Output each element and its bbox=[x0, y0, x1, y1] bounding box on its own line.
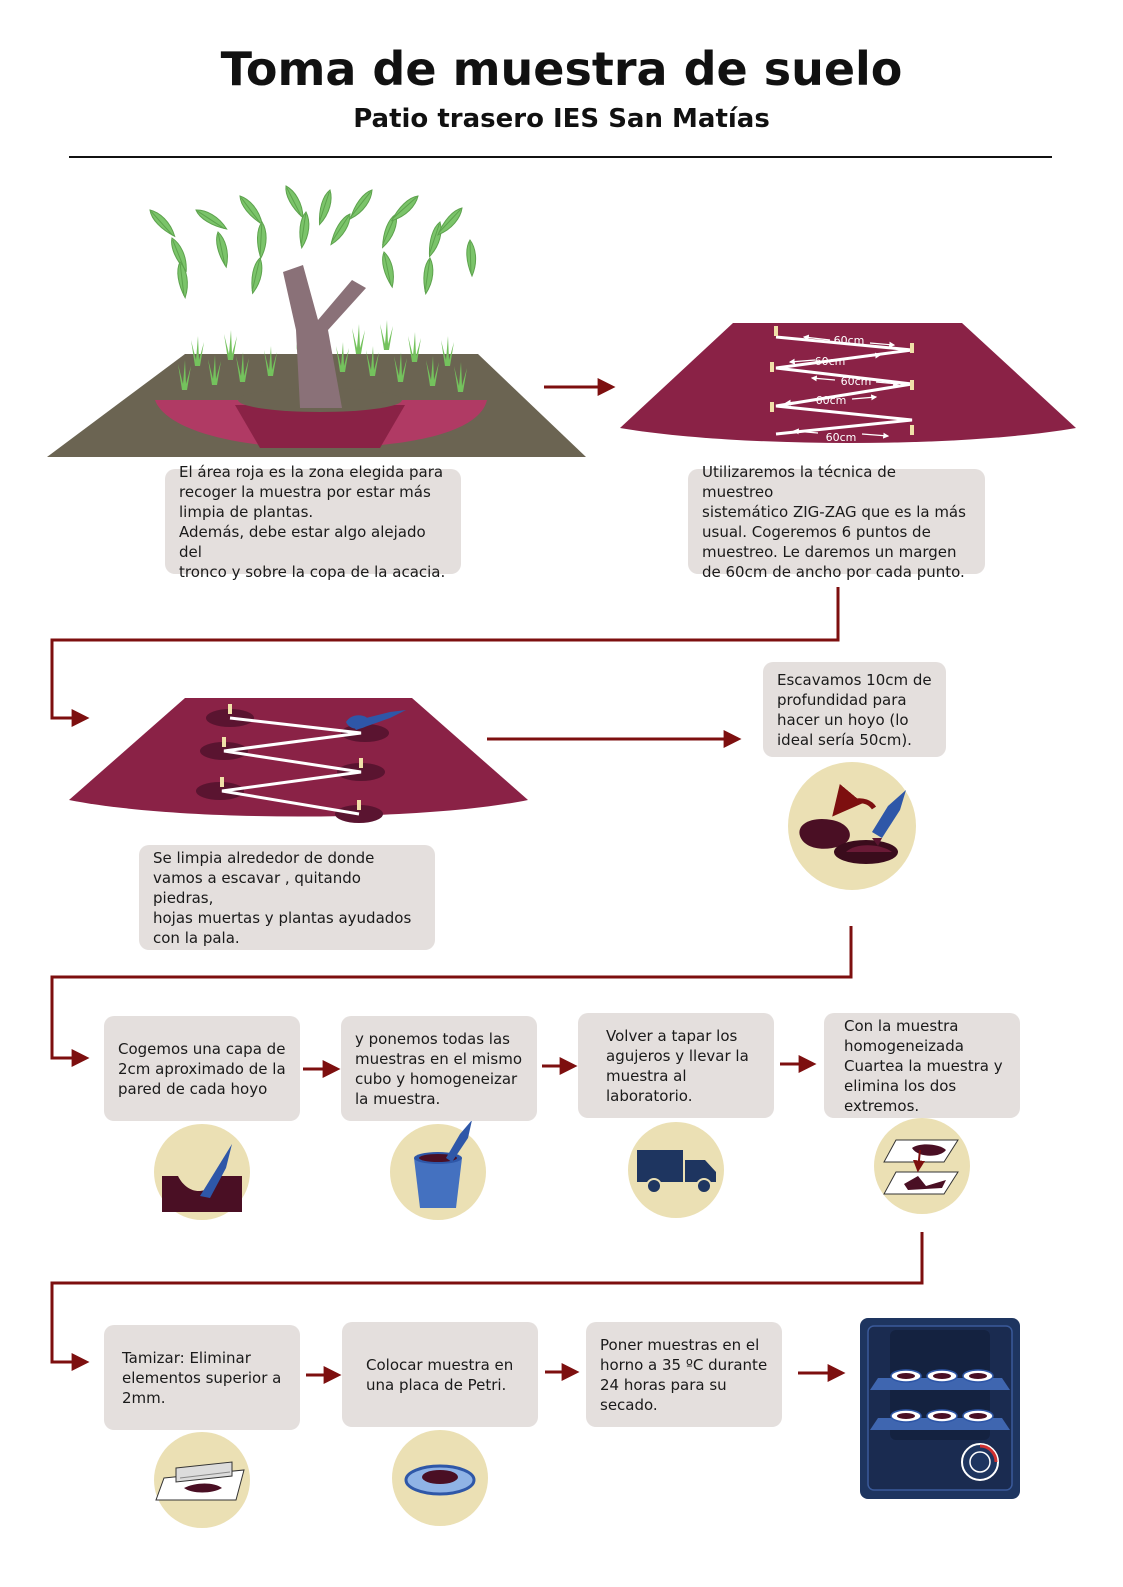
bucket-icon bbox=[390, 1120, 486, 1220]
step-oven-box: Poner muestras en el horno a 35 ºC duran… bbox=[586, 1322, 782, 1427]
step-sieve-box: Tamizar: Eliminar elementos superior a 2… bbox=[104, 1325, 300, 1430]
truck-icon bbox=[628, 1122, 724, 1218]
step-area-box: El área roja es la zona elegida para rec… bbox=[165, 463, 461, 581]
step-layer-text: Cogemos una capa de 2cm aproximado de la… bbox=[118, 1039, 286, 1098]
page-subtitle: Patio trasero IES San Matías bbox=[353, 104, 770, 134]
step-lab-text: Volver a tapar los agujeros y llevar la … bbox=[606, 1026, 749, 1105]
step-clean-box: Se limpia alrededor de donde vamos a esc… bbox=[139, 845, 435, 950]
step-zigzag-text: Utilizaremos la técnica de muestreo sist… bbox=[702, 462, 966, 581]
zigzag-field-icon: 60cm 60cm 60cm 60cm 60cm bbox=[620, 323, 1076, 444]
dig-field-icon bbox=[69, 698, 528, 823]
tree-scene-icon bbox=[47, 183, 586, 457]
step-mix-box: y ponemos todas las muestras en el mismo… bbox=[341, 1016, 537, 1121]
step-dig-box: Escavamos 10cm de profundidad para hacer… bbox=[763, 662, 946, 757]
step-lab-box: Volver a tapar los agujeros y llevar la … bbox=[578, 1013, 774, 1118]
zigzag-label: 60cm bbox=[816, 394, 847, 407]
flow-arrows bbox=[50, 378, 924, 1384]
zigzag-label: 60cm bbox=[841, 375, 872, 388]
step-mix-text: y ponemos todas las muestras en el mismo… bbox=[355, 1029, 523, 1108]
zigzag-label: 60cm bbox=[815, 355, 846, 368]
zigzag-label: 60cm bbox=[834, 334, 865, 347]
step-sieve-text: Tamizar: Eliminar elementos superior a 2… bbox=[122, 1348, 282, 1407]
quartering-icon bbox=[874, 1118, 970, 1214]
step-oven-text: Poner muestras en el horno a 35 ºC duran… bbox=[600, 1335, 768, 1414]
dig-icon bbox=[788, 762, 916, 890]
step-layer-box: Cogemos una capa de 2cm aproximado de la… bbox=[104, 1016, 300, 1121]
step-zigzag-box: Utilizaremos la técnica de muestreo sist… bbox=[688, 463, 985, 581]
zigzag-label: 60cm bbox=[826, 431, 857, 444]
petri-dish-icon bbox=[392, 1430, 488, 1526]
page-title: Toma de muestra de suelo bbox=[220, 42, 903, 96]
title-divider bbox=[69, 156, 1052, 158]
step-quarter-box: Con la muestra homogeneizada Cuartea la … bbox=[824, 1013, 1020, 1118]
step-area-text: El área roja es la zona elegida para rec… bbox=[179, 462, 446, 581]
oven-icon bbox=[860, 1318, 1020, 1499]
layer-icon bbox=[154, 1124, 250, 1220]
step-dig-text: Escavamos 10cm de profundidad para hacer… bbox=[777, 670, 932, 749]
step-petri-box: Colocar muestra en una placa de Petri. bbox=[342, 1322, 538, 1427]
step-quarter-text: Con la muestra homogeneizada Cuartea la … bbox=[844, 1016, 1003, 1115]
step-clean-text: Se limpia alrededor de donde vamos a esc… bbox=[153, 848, 412, 947]
sieve-icon bbox=[154, 1432, 250, 1528]
step-petri-text: Colocar muestra en una placa de Petri. bbox=[366, 1355, 514, 1394]
